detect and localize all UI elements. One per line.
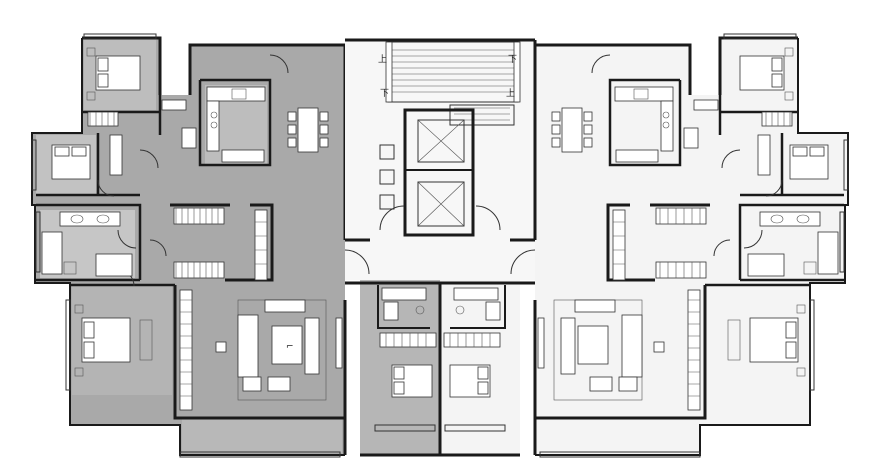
left-balcony xyxy=(182,418,342,453)
core-wardrobes xyxy=(379,332,501,348)
stair-label-up-right: 上 xyxy=(506,88,515,99)
right-bath-fixtures xyxy=(747,211,839,277)
left-dining xyxy=(287,107,329,153)
elevator-car-upper xyxy=(417,119,465,163)
right-living xyxy=(537,299,665,401)
elevator-shafts xyxy=(379,108,501,237)
right-unit xyxy=(533,33,849,458)
left-kitchen-counters xyxy=(161,86,266,163)
right-bed-master xyxy=(727,304,806,377)
core-bath-fixtures xyxy=(381,287,501,321)
left-bath-fixtures xyxy=(41,211,133,277)
right-wardrobes xyxy=(612,111,793,411)
stair-label-down-left: 下 xyxy=(380,89,389,99)
core-floor xyxy=(345,40,535,280)
stair-label-up-left: 上 xyxy=(378,54,387,65)
left-living: ⌐ xyxy=(215,299,343,401)
core-beds xyxy=(391,364,491,398)
left-bed-mid xyxy=(51,144,91,180)
right-dining xyxy=(551,107,593,153)
left-bed-top xyxy=(86,47,141,101)
right-kitchen-counters xyxy=(614,86,719,163)
right-bed-mid xyxy=(789,144,829,180)
stairwell: 上 下 下 上 xyxy=(378,41,521,126)
left-bed-master xyxy=(74,304,153,377)
stair-label-down-right: 下 xyxy=(508,55,517,65)
central-core: 上 下 下 上 xyxy=(344,38,537,457)
right-bed-top xyxy=(739,47,794,101)
elevator-car-lower xyxy=(417,181,465,227)
left-unit: ⌐ xyxy=(31,33,347,458)
left-wardrobes xyxy=(87,111,268,411)
svg-text:⌐: ⌐ xyxy=(286,342,294,352)
